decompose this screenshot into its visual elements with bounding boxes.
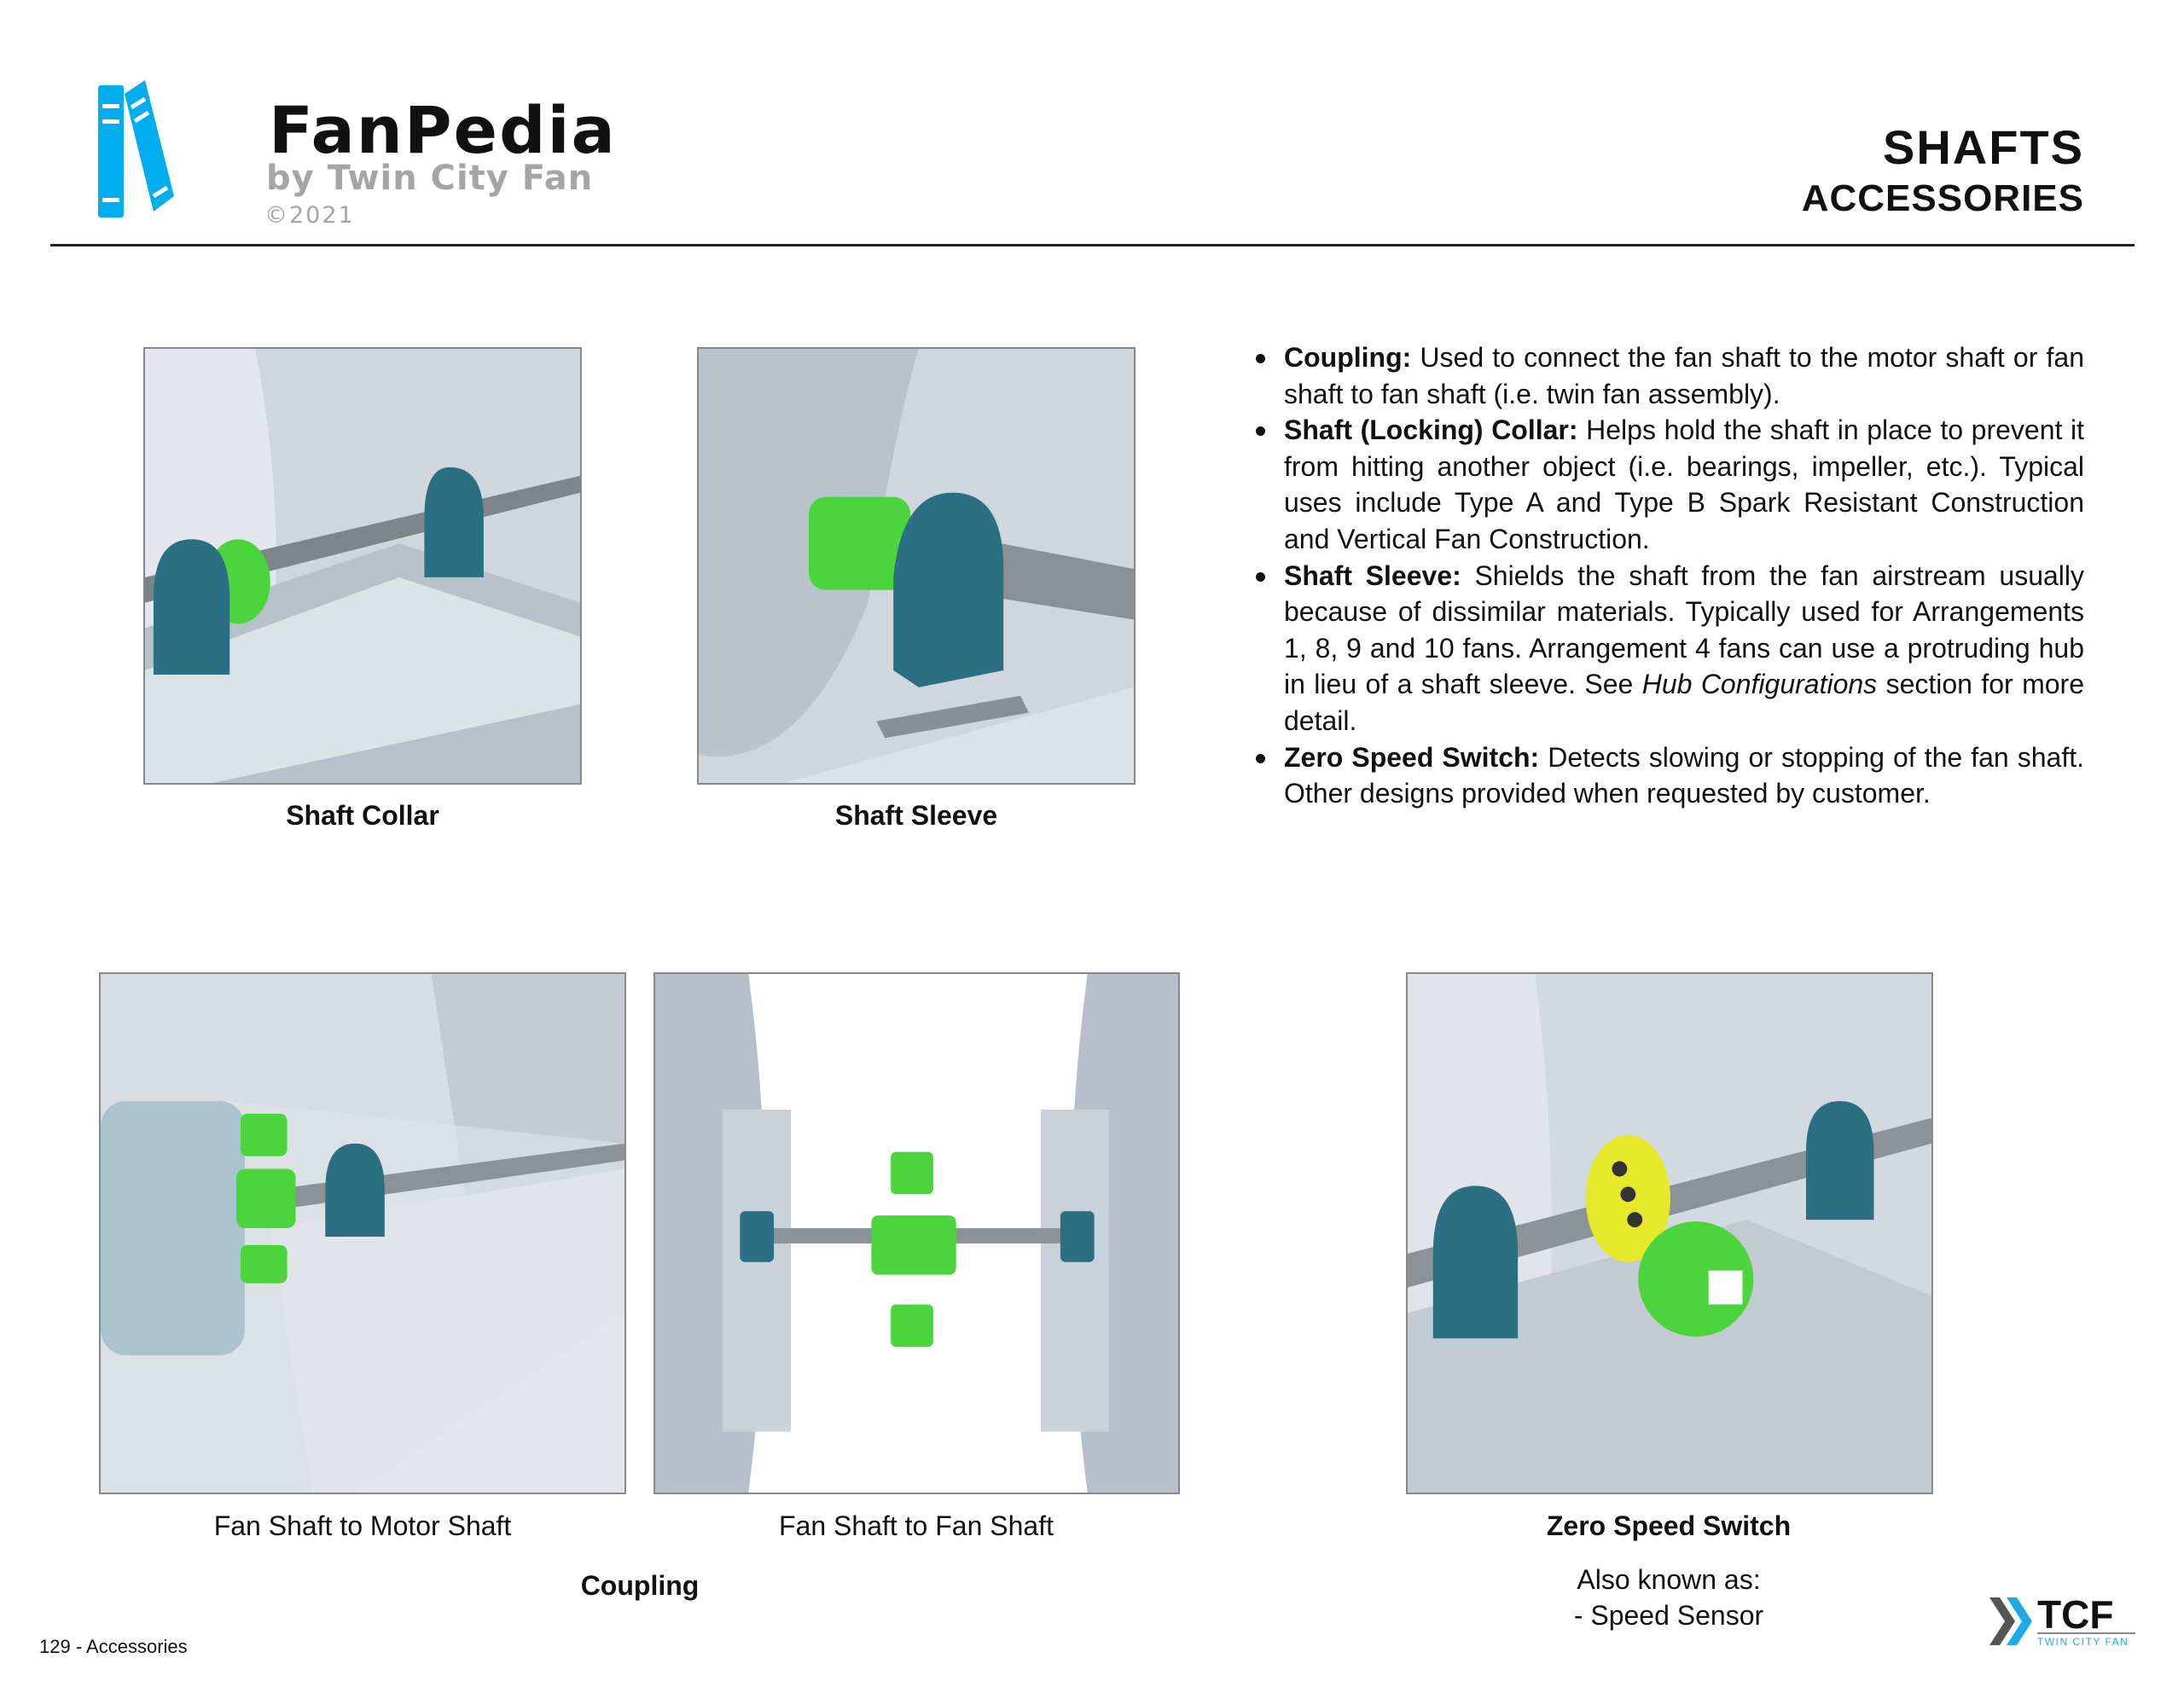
bullet-shaft-sleeve: Shaft Sleeve: Shields the shaft from the… [1254, 558, 2084, 739]
svg-text:TCF: TCF [2037, 1592, 2113, 1637]
also-known-as-value: - Speed Sensor [1573, 1600, 1764, 1631]
fan-to-motor-coupling-image [99, 972, 626, 1494]
shaft-sleeve-caption: Shaft Sleeve [834, 800, 998, 831]
bullet-zero-speed-switch: Zero Speed Switch: Detects slowing or st… [1254, 739, 2084, 812]
page-number: 129 - Accessories [39, 1636, 188, 1657]
fan-to-motor-caption: Fan Shaft to Motor Shaft [213, 1510, 512, 1541]
fanpedia-book-icon [96, 77, 236, 222]
logo-copyright: ©2021 [264, 202, 355, 229]
fan-to-fan-caption: Fan Shaft to Fan Shaft [779, 1510, 1054, 1541]
tcf-logo: TCF TWIN CITY FAN [1988, 1591, 2137, 1650]
bullet-shaft-collar: Shaft (Locking) Collar: Helps hold the s… [1254, 412, 2084, 557]
page-title: SHAFTS [1883, 120, 2084, 174]
bullet-coupling: Coupling: Used to connect the fan shaft … [1254, 339, 2084, 412]
svg-text:TWIN CITY FAN: TWIN CITY FAN [2037, 1636, 2129, 1648]
shaft-sleeve-image [697, 347, 1136, 785]
logo-title: FanPedia [269, 92, 617, 168]
logo-subtitle: by Twin City Fan [266, 159, 594, 198]
hub-configurations-reference: Hub Configurations [1641, 669, 1878, 700]
accessory-descriptions: Coupling: Used to connect the fan shaft … [1254, 339, 2084, 812]
shaft-collar-image [143, 347, 582, 785]
page-subtitle: ACCESSORIES [1801, 177, 2084, 219]
coupling-caption: Coupling [580, 1570, 700, 1601]
header-divider [50, 244, 2135, 246]
zero-speed-switch-caption: Zero Speed Switch [1546, 1510, 1792, 1541]
fan-to-fan-coupling-image [653, 972, 1180, 1494]
shaft-collar-caption: Shaft Collar [286, 800, 439, 831]
zero-speed-switch-image [1406, 972, 1933, 1494]
also-known-as-label: Also known as: [1577, 1564, 1761, 1595]
